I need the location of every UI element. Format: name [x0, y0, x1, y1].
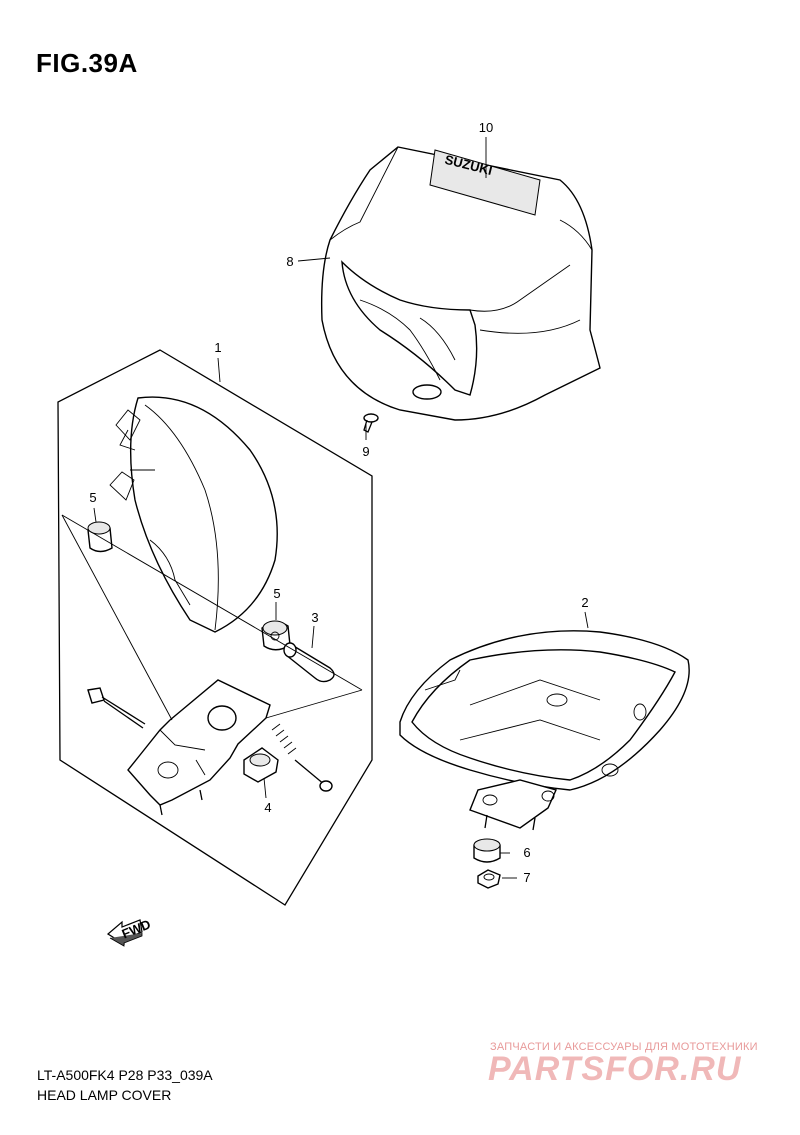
- watermark-tagline: ЗАПЧАСТИ И АКСЕССУАРЫ ДЛЯ МОТОТЕХНИКИ: [490, 1041, 758, 1053]
- screw-part-9: [363, 413, 379, 433]
- lower-lamp-housing-part-2: [399, 630, 690, 831]
- assembly-frame-1: [57, 349, 373, 906]
- callout-5-right: 5: [273, 586, 280, 601]
- grommet-part-6: [473, 838, 501, 863]
- head-lamp-cover-shell: [320, 146, 601, 421]
- leader-lines: [61, 137, 589, 879]
- nut-part-4: [243, 747, 279, 783]
- grommet-part-5-left: [87, 521, 113, 553]
- callout-7: 7: [523, 870, 530, 885]
- headlamp-housing: [109, 396, 278, 633]
- footer-part-name: HEAD LAMP COVER: [37, 1087, 172, 1103]
- callout-1: 1: [214, 340, 221, 355]
- callout-6: 6: [523, 845, 530, 860]
- callout-2: 2: [581, 595, 588, 610]
- callout-4: 4: [264, 800, 271, 815]
- watermark-site: PARTSFOR.RU: [488, 1050, 742, 1088]
- callout-9: 9: [362, 444, 369, 459]
- headlamp-bracket: [127, 679, 271, 816]
- nut-part-7: [477, 869, 501, 889]
- adjuster-screw-spring: [271, 723, 333, 792]
- forward-arrow-icon: FWD: [106, 916, 153, 947]
- callout-3: 3: [311, 610, 318, 625]
- callout-8: 8: [286, 254, 293, 269]
- callout-10: 10: [479, 120, 493, 135]
- bracket-bolt: [87, 687, 146, 729]
- footer-model-code: LT-A500FK4 P28 P33_039A: [37, 1067, 213, 1083]
- grommet-part-5-right: [261, 620, 291, 651]
- callout-5-left: 5: [89, 490, 96, 505]
- figure-title: FIG.39A: [36, 48, 138, 78]
